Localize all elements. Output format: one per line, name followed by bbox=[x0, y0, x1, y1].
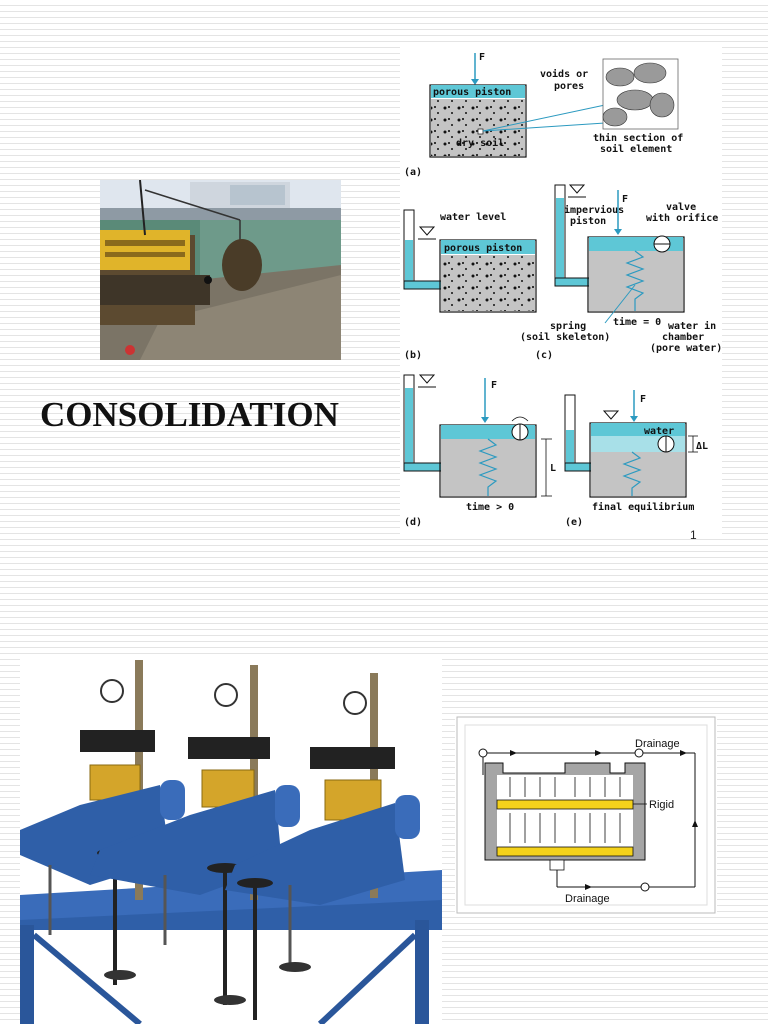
panel-c-water-label: water in bbox=[668, 320, 716, 332]
panel-d-length-label: L bbox=[550, 463, 556, 474]
panel-e-force: F bbox=[640, 394, 646, 405]
panel-a-thin-section-label: thin section of bbox=[593, 132, 683, 144]
panel-e-delta-label: ΔL bbox=[696, 441, 708, 452]
panel-e-tag: (e) bbox=[565, 517, 583, 528]
panel-a: F porous piston dry soil voids or pores … bbox=[404, 52, 683, 178]
panel-c-orifice-label: with orifice bbox=[646, 212, 718, 224]
panel-c-spring-label: spring bbox=[550, 320, 586, 332]
panel-e: F water ΔL final equilibrium (e) bbox=[564, 390, 708, 528]
panel-c-time-label: time = 0 bbox=[613, 316, 661, 328]
panel-c-pore-water-label: (pore water) bbox=[650, 343, 722, 354]
panel-c-impervious-label: impervious bbox=[564, 204, 624, 216]
panel-b-tag: (b) bbox=[404, 350, 422, 361]
panel-a-piston-label: porous piston bbox=[433, 86, 511, 98]
drainage-schematic-drawing: Drainage Rigid Drainage bbox=[456, 716, 716, 914]
panel-c-valve-label: valve bbox=[666, 202, 696, 213]
drainage-bottom-label: Drainage bbox=[565, 893, 610, 905]
panel-d-tag: (d) bbox=[404, 517, 422, 528]
panel-a-soil-label: dry soil bbox=[456, 137, 504, 149]
panel-a-soil-element-label: soil element bbox=[600, 143, 672, 155]
panel-d-force: F bbox=[491, 380, 497, 391]
rigid-label: Rigid bbox=[649, 799, 674, 811]
page-number: 1 bbox=[690, 528, 697, 542]
panel-e-final-label: final equilibrium bbox=[592, 501, 694, 513]
consolidation-diagram: F porous piston dry soil voids or pores … bbox=[400, 45, 722, 535]
panel-a-tag: (a) bbox=[404, 167, 422, 178]
panel-b-water-level-label: water level bbox=[440, 212, 506, 223]
drainage-top-label: Drainage bbox=[635, 738, 680, 750]
apparatus-drawing bbox=[20, 660, 442, 1024]
panel-c-force: F bbox=[622, 194, 628, 205]
panel-b: water level porous piston (b) bbox=[403, 209, 537, 361]
panel-a-force: F bbox=[479, 52, 485, 63]
panel-c-tag: (c) bbox=[535, 350, 553, 361]
apparatus-unit-3 bbox=[225, 673, 420, 1020]
dredging-photo-drawing bbox=[100, 180, 341, 360]
panel-e-water-label: water bbox=[644, 426, 674, 437]
panel-c-piston-label: piston bbox=[570, 215, 606, 227]
consolidation-apparatus-photo bbox=[20, 655, 442, 1024]
panel-b-piston-label: porous piston bbox=[444, 242, 522, 254]
panel-c-chamber-label: chamber bbox=[662, 332, 704, 343]
panel-a-pores-label: pores bbox=[554, 81, 584, 92]
panel-a-voids-label: voids or bbox=[540, 68, 588, 80]
slide-title: CONSOLIDATION bbox=[40, 395, 339, 434]
drainage-schematic: Drainage Rigid Drainage bbox=[455, 715, 717, 915]
panel-d: F L time > 0 (d) bbox=[403, 374, 556, 528]
consolidation-diagram-drawing: F porous piston dry soil voids or pores … bbox=[403, 52, 722, 528]
dredging-photo bbox=[100, 180, 341, 360]
panel-d-time-label: time > 0 bbox=[466, 501, 514, 513]
panel-c-skeleton-label: (soil skeleton) bbox=[520, 331, 610, 343]
panel-c: impervious piston F valve with orifice t… bbox=[520, 184, 722, 361]
apparatus-unit-1 bbox=[20, 660, 185, 985]
